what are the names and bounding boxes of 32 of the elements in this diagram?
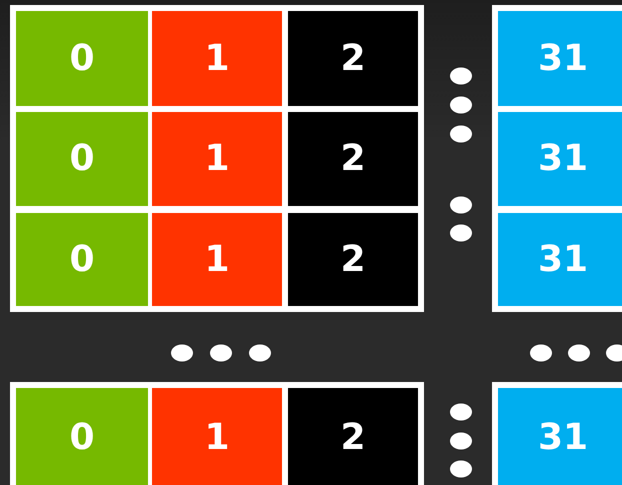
bank-number: 0 [69,40,95,76]
bank-number: 2 [340,242,366,278]
bank-number: 2 [340,420,366,456]
bank-number: 31 [538,420,588,456]
memory-bank-cell [152,11,282,106]
memory-bank-cell [288,388,418,485]
memory-bank-cell [16,388,148,485]
memory-bank-cell [498,213,622,306]
memory-bank-cell [16,112,148,206]
memory-bank-cell [152,112,282,206]
bank-number: 31 [538,141,588,177]
memory-bank-cell [288,112,418,206]
memory-bank-cell [498,388,622,485]
memory-bank-cell [288,11,418,106]
memory-bank-cell [16,11,148,106]
bank-number: 0 [69,141,95,177]
bank-number: 1 [204,420,230,456]
bank-number: 1 [204,242,230,278]
bank-number: 2 [340,141,366,177]
bank-number: 2 [340,40,366,76]
memory-bank-cell [498,11,622,106]
bank-number: 31 [538,40,588,76]
memory-bank-cell [16,213,148,306]
memory-bank-cell [152,213,282,306]
bank-number: 0 [69,420,95,456]
memory-bank-cell [498,112,622,206]
memory-bank-cell [152,388,282,485]
bank-number: 0 [69,242,95,278]
bank-number: 1 [204,40,230,76]
bank-number: 1 [204,141,230,177]
memory-bank-cell [288,213,418,306]
bank-number: 31 [538,242,588,278]
